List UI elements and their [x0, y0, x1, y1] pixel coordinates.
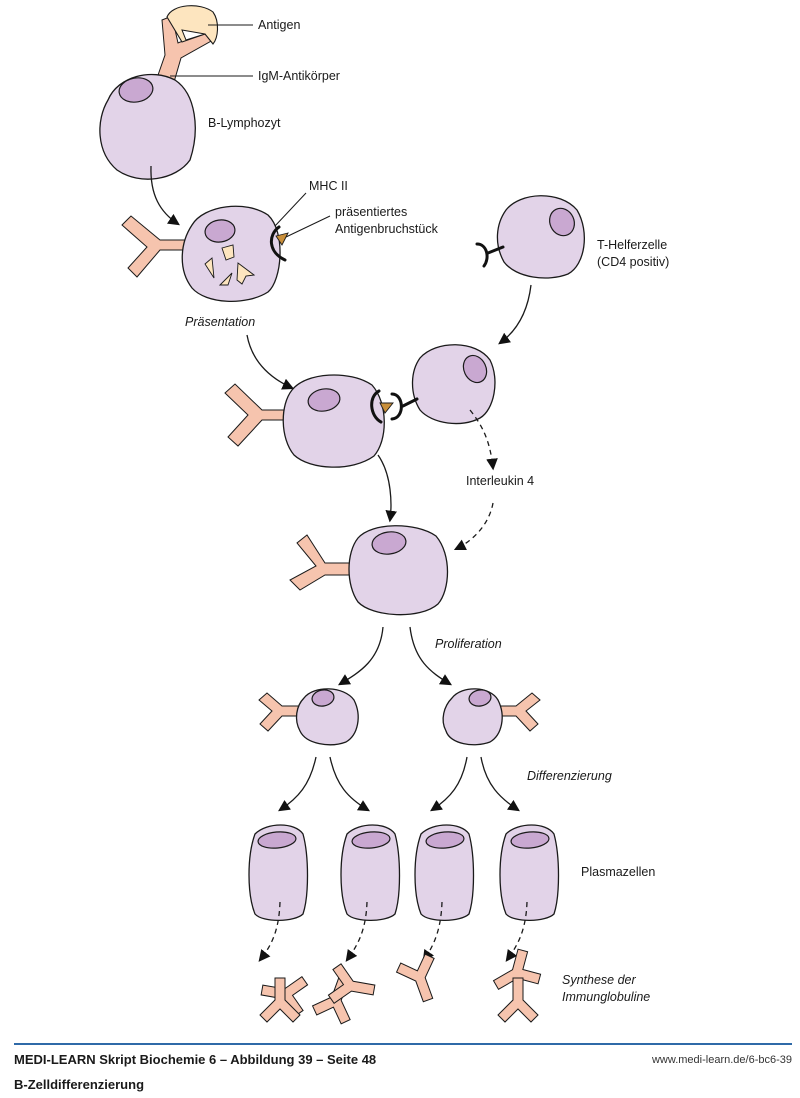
activated-b-cell: [289, 525, 449, 616]
arrow-diff-2: [329, 756, 371, 812]
plasma-cell: [248, 824, 309, 922]
label-presented-2: Antigenbruchstück: [335, 222, 439, 236]
footer-url[interactable]: www.medi-learn.de/6-bc6-39: [651, 1054, 792, 1066]
label-t-helper-2: (CD4 positiv): [597, 255, 669, 269]
arrow-to-presentation: [150, 165, 180, 226]
arrow-thelper-down: [498, 284, 532, 345]
b-cell-differentiation-diagram: Antigen IgM-Antikörper B-Lymphozyt MHC I…: [99, 5, 669, 1027]
arrow-synth-1: [258, 901, 281, 962]
t-helper-cell: T-Helferzelle (CD4 positiv): [475, 195, 669, 279]
label-proliferation: Proliferation: [435, 637, 502, 651]
label-presented-1: präsentiertes: [335, 205, 407, 219]
immunoglobulin-icon: [326, 962, 378, 1011]
footer-divider: [14, 1043, 792, 1045]
immunoglobulins: [258, 945, 545, 1027]
label-b-lymphocyte: B-Lymphozyt: [208, 116, 281, 130]
arrow-interleukin-to-cell: [453, 502, 494, 551]
presenting-b-cell: MHC II präsentiertes Antigenbruchstück P…: [121, 179, 439, 329]
arrow-synth-4: [505, 901, 528, 962]
arrow-proliferation-right: [409, 626, 453, 686]
label-mhc2: MHC II: [309, 179, 348, 193]
arrow-diff-4: [480, 756, 520, 812]
b-lymphocyte-cell: [99, 73, 196, 180]
arrow-proliferation-left: [337, 626, 384, 686]
tcr-receptor-icon: [486, 245, 505, 255]
peptide-icon: [275, 232, 289, 246]
b-lymphocyte-stage: Antigen IgM-Antikörper B-Lymphozyt: [99, 5, 340, 180]
label-antigen: Antigen: [258, 18, 300, 32]
arrow-interleukin: [469, 409, 498, 471]
arrow-presentation-down: [246, 334, 295, 390]
label-synthesis-1: Synthese der: [562, 973, 636, 987]
label-differentiation: Differenzierung: [527, 769, 612, 783]
plasma-cell: [499, 824, 560, 922]
arrow-synth-2: [345, 901, 368, 962]
label-igm: IgM-Antikörper: [258, 69, 340, 83]
arrow-diff-1: [278, 756, 317, 812]
plasma-cell: [340, 824, 401, 922]
daughter-cells: [258, 688, 541, 746]
mhc2-icon: [270, 225, 287, 262]
label-interleukin: Interleukin 4: [466, 474, 534, 488]
arrow-to-activated: [377, 454, 398, 523]
b-t-interaction: [224, 344, 496, 468]
label-synthesis-2: Immunglobuline: [562, 990, 650, 1004]
immunoglobulin-icon: [393, 951, 448, 1008]
label-presentation: Präsentation: [185, 315, 255, 329]
label-t-helper-1: T-Helferzelle: [597, 238, 667, 252]
antigen-icon: [166, 5, 219, 45]
plasma-cell: [414, 824, 475, 922]
antibody-icon: [121, 215, 189, 278]
plasma-cells: Plasmazellen: [248, 824, 655, 922]
arrow-diff-3: [430, 756, 468, 812]
footer-title: B-Zelldifferenzierung: [14, 1077, 145, 1092]
label-plasma-cells: Plasmazellen: [581, 865, 655, 879]
nucleus-icon: [118, 77, 154, 103]
footer-source: MEDI-LEARN Skript Biochemie 6 – Abbildun…: [14, 1052, 377, 1067]
